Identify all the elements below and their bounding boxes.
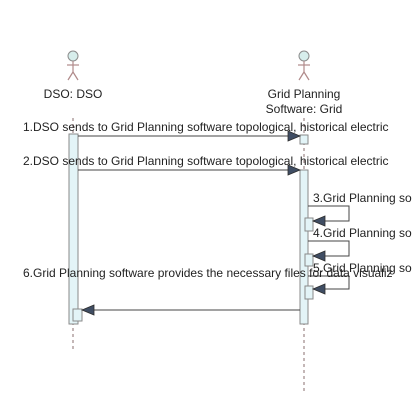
message-4-label: 4.Grid Planning so xyxy=(313,226,412,240)
actor-grid-leg-right xyxy=(303,71,310,81)
actor-grid-label-line1: Grid Planning xyxy=(268,87,341,101)
actor-grid-leg-left xyxy=(298,71,305,81)
activation-dso-return xyxy=(72,308,83,322)
message-5-arrowhead-icon xyxy=(311,283,326,295)
actor-grid-planning[interactable]: Grid Planning Software: Grid xyxy=(266,50,343,116)
actor-dso-leg-left xyxy=(67,71,74,81)
message-4-line xyxy=(308,240,350,257)
message-3-label: 3.Grid Planning so xyxy=(313,191,412,205)
activation-grid-1 xyxy=(299,134,309,145)
actor-grid-label-line2: Software: Grid xyxy=(266,102,343,116)
actor-dso-leg-right xyxy=(72,71,79,81)
message-5-label: 5.Grid Planning so xyxy=(313,261,412,275)
message-6-label: 6.Grid Planning software provides the ne… xyxy=(23,266,393,280)
message-1-arrowhead-icon xyxy=(287,130,302,142)
message-4[interactable]: 4.Grid Planning so xyxy=(308,226,412,262)
message-6[interactable]: 6.Grid Planning software provides the ne… xyxy=(23,266,393,316)
activation-grid-self-3 xyxy=(304,217,314,232)
actor-grid-head-icon xyxy=(298,50,310,62)
message-1[interactable]: 1.DSO sends to Grid Planning software to… xyxy=(23,120,389,142)
message-4-arrowhead-icon xyxy=(311,250,326,262)
message-2[interactable]: 2.DSO sends to Grid Planning software to… xyxy=(23,154,389,176)
activation-grid-self-4 xyxy=(304,253,314,267)
message-5-line xyxy=(308,275,350,290)
message-3-line xyxy=(308,205,350,222)
message-1-label: 1.DSO sends to Grid Planning software to… xyxy=(23,120,389,134)
message-2-arrowhead-icon xyxy=(287,164,302,176)
actor-dso-label: DSO: DSO xyxy=(44,87,103,101)
message-5[interactable]: 5.Grid Planning so xyxy=(308,261,412,295)
message-6-arrowhead-icon xyxy=(80,304,95,316)
message-2-label: 2.DSO sends to Grid Planning software to… xyxy=(23,154,389,168)
message-3[interactable]: 3.Grid Planning so xyxy=(308,191,412,227)
actor-dso[interactable]: DSO: DSO xyxy=(44,50,103,101)
activation-dso-main xyxy=(68,133,79,325)
activation-grid-main xyxy=(299,169,309,325)
message-3-arrowhead-icon xyxy=(311,215,326,227)
actor-dso-head-icon xyxy=(67,50,79,62)
activation-grid-self-5 xyxy=(304,285,314,300)
